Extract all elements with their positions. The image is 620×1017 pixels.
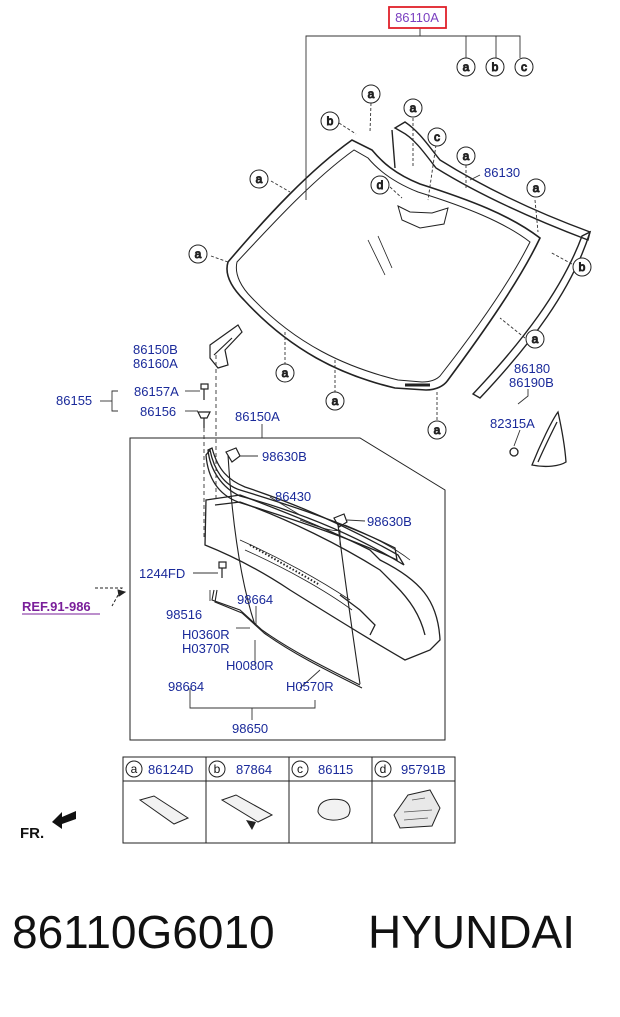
svg-text:a: a — [131, 762, 138, 776]
legend-part-86124d[interactable]: 86124D — [148, 762, 194, 777]
legend-part-86115[interactable]: 86115 — [318, 762, 353, 777]
circle-b-1: b — [320, 111, 340, 131]
svg-text:d: d — [377, 178, 384, 192]
windshield-glass — [226, 139, 542, 391]
cowl-seal — [207, 447, 405, 566]
label-86110a[interactable]: 86110A — [395, 10, 439, 25]
circle-a-8: a — [275, 363, 295, 383]
svg-text:a: a — [256, 172, 263, 186]
label-98664-b[interactable]: 98664 — [168, 679, 204, 694]
circle-a-9: a — [325, 391, 345, 411]
svg-text:a: a — [195, 247, 202, 261]
circle-a-1: a — [361, 84, 381, 104]
svg-text:c: c — [521, 60, 527, 74]
circle-c-1: c — [427, 127, 447, 147]
svg-text:b: b — [214, 762, 221, 776]
label-h0370r[interactable]: H0370R — [182, 641, 230, 656]
legend-table — [122, 756, 456, 844]
label-86157a[interactable]: 86157A — [134, 384, 179, 399]
circle-a-4: a — [249, 169, 269, 189]
legend-cell-c: c 86115 — [291, 760, 353, 821]
label-86190b[interactable]: 86190B — [509, 375, 554, 390]
label-h0570r[interactable]: H0570R — [286, 679, 334, 694]
circle-a-2: a — [403, 98, 423, 118]
bolt-and-grommet — [197, 383, 211, 428]
svg-text:a: a — [463, 60, 470, 74]
circle-b-top: b — [485, 57, 505, 77]
label-86160a[interactable]: 86160A — [133, 356, 178, 371]
svg-text:c: c — [297, 762, 303, 776]
label-86156[interactable]: 86156 — [140, 404, 176, 419]
label-86150a[interactable]: 86150A — [235, 409, 280, 424]
svg-text:a: a — [410, 101, 417, 115]
svg-text:a: a — [533, 181, 540, 195]
svg-text:a: a — [463, 149, 470, 163]
circle-a-6: a — [188, 244, 208, 264]
svg-text:a: a — [532, 332, 539, 346]
front-direction-indicator: FR. — [20, 811, 76, 842]
label-98630b-2[interactable]: 98630B — [367, 514, 412, 529]
svg-text:b: b — [492, 60, 499, 74]
label-98516[interactable]: 98516 — [166, 607, 202, 622]
brand-caption: HYUNDAI — [368, 906, 576, 958]
screw-1244fd — [218, 561, 227, 578]
ref-arrow — [95, 587, 127, 607]
washer-hoses — [211, 454, 363, 689]
front-arrow-icon — [52, 811, 76, 829]
footer-caption: 86110G6010 HYUNDAI — [0, 905, 620, 975]
svg-text:FR.: FR. — [20, 825, 44, 842]
legend-pad-c — [317, 798, 351, 821]
circle-b-2: b — [572, 257, 592, 277]
circle-c-top: c — [514, 57, 534, 77]
circle-a-3: a — [456, 146, 476, 166]
svg-text:a: a — [434, 423, 441, 437]
label-h0360r[interactable]: H0360R — [182, 627, 230, 642]
svg-text:b: b — [579, 260, 586, 274]
circle-a-10: a — [427, 420, 447, 440]
svg-text:b: b — [327, 114, 334, 128]
circle-a-7: a — [525, 329, 545, 349]
legend-clip-d — [393, 789, 441, 829]
label-h0080r[interactable]: H0080R — [226, 658, 274, 673]
svg-text:a: a — [332, 394, 339, 408]
parts-diagram: a b c a a b c a a d a a b a a a a 86110A… — [20, 6, 592, 844]
legend-cell-d: d 95791B — [374, 760, 446, 829]
circle-a-5: a — [526, 178, 546, 198]
legend-pad-a — [138, 795, 190, 825]
side-molding — [471, 230, 592, 399]
svg-text:a: a — [282, 366, 289, 380]
part-number-caption: 86110G6010 — [12, 906, 275, 958]
label-98630b-1[interactable]: 98630B — [262, 449, 307, 464]
circle-d-1: d — [370, 175, 390, 195]
svg-text:a: a — [368, 87, 375, 101]
legend-cell-b: b 87864 — [208, 760, 274, 830]
legend-cell-a: a 86124D — [125, 760, 194, 825]
trim-piece — [509, 410, 567, 468]
cowl-group-box — [129, 437, 446, 741]
main-part-highlight — [388, 6, 447, 29]
top-molding — [391, 121, 591, 241]
circle-a-top: a — [456, 57, 476, 77]
label-86130[interactable]: 86130 — [484, 165, 520, 180]
label-1244fd[interactable]: 1244FD — [139, 566, 185, 581]
label-86180[interactable]: 86180 — [514, 361, 550, 376]
leader-lines — [100, 28, 573, 720]
label-82315a[interactable]: 82315A — [490, 416, 535, 431]
legend-pad-b — [220, 794, 274, 823]
svg-text:d: d — [380, 762, 387, 776]
label-86155[interactable]: 86155 — [56, 393, 92, 408]
side-bracket — [209, 324, 243, 369]
circle-letters: a b c a a b c a a d a a b a a a a — [188, 57, 592, 440]
label-ref-91-986[interactable]: REF.91-986 — [22, 599, 91, 614]
svg-text:c: c — [434, 130, 440, 144]
label-98664-a[interactable]: 98664 — [237, 592, 273, 607]
label-98650[interactable]: 98650 — [232, 721, 268, 736]
legend-part-87864[interactable]: 87864 — [236, 762, 272, 777]
label-86150b[interactable]: 86150B — [133, 342, 178, 357]
label-86430[interactable]: 86430 — [275, 489, 311, 504]
legend-part-95791b[interactable]: 95791B — [401, 762, 446, 777]
cowl-panel — [204, 448, 441, 661]
